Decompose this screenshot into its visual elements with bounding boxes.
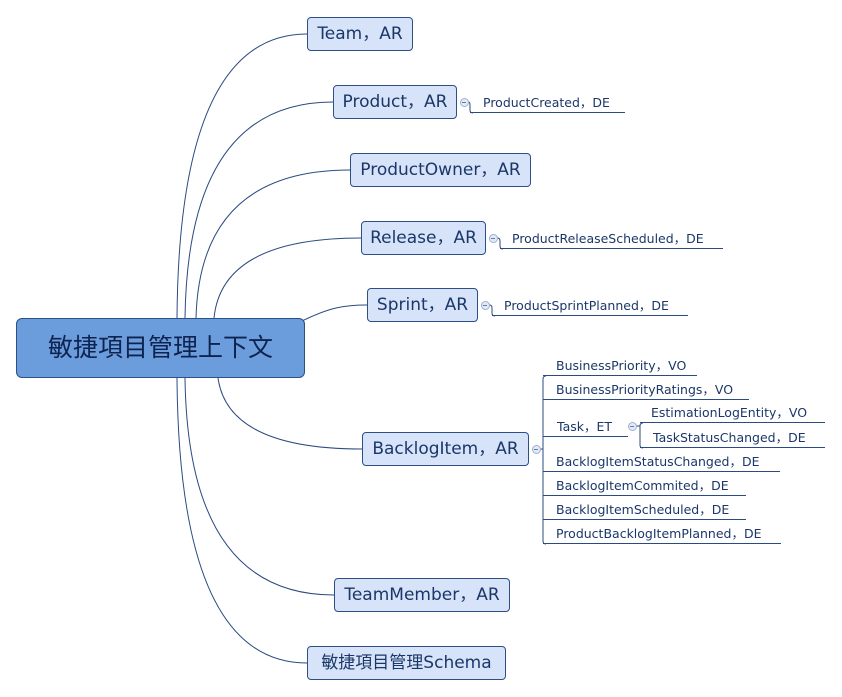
connector-product-owner bbox=[195, 169, 351, 319]
minus-icon bbox=[491, 237, 495, 239]
topic-schema[interactable]: 敏捷項目管理Schema bbox=[307, 646, 506, 680]
release-collapse-button[interactable] bbox=[488, 233, 498, 243]
topic-product[interactable]: Product，AR bbox=[333, 85, 457, 119]
subtopic-task[interactable]: Task，ET bbox=[543, 417, 628, 437]
connector-release bbox=[213, 237, 362, 319]
subtopic-estimation-log-entity[interactable]: EstimationLogEntity，VO bbox=[640, 403, 825, 423]
subtopic-product-release-scheduled[interactable]: ProductReleaseScheduled，DE bbox=[500, 229, 723, 249]
subtopic-backlog-item-commited[interactable]: BacklogItemCommited，DE bbox=[543, 476, 746, 496]
central-topic[interactable]: 敏捷項目管理上下文 bbox=[16, 318, 305, 378]
minus-icon bbox=[483, 304, 487, 306]
connector-sprint bbox=[299, 304, 368, 323]
subtopic-task-status-changed[interactable]: TaskStatusChanged，DE bbox=[640, 428, 825, 448]
topic-sprint[interactable]: Sprint，AR bbox=[367, 288, 478, 322]
minus-icon bbox=[462, 101, 466, 103]
connector-product bbox=[184, 101, 334, 319]
connector-team-member bbox=[184, 377, 335, 596]
subtopic-backlog-item-scheduled[interactable]: BacklogItemScheduled，DE bbox=[543, 500, 746, 520]
subtopic-product-created[interactable]: ProductCreated，DE bbox=[470, 93, 625, 113]
subtopic-product-backlog-item-planned[interactable]: ProductBacklogItemPlanned，DE bbox=[543, 524, 781, 544]
task-collapse-button[interactable] bbox=[627, 421, 637, 431]
subtopic-product-sprint-planned[interactable]: ProductSprintPlanned，DE bbox=[492, 296, 688, 316]
connector-backlog-item bbox=[217, 377, 363, 450]
topic-team[interactable]: Team，AR bbox=[307, 17, 413, 51]
connector-schema bbox=[176, 377, 308, 664]
topic-product-owner[interactable]: ProductOwner，AR bbox=[350, 153, 531, 187]
topic-team-member[interactable]: TeamMember，AR bbox=[334, 578, 510, 612]
minus-icon bbox=[630, 425, 634, 427]
backlog-item-collapse-button[interactable] bbox=[531, 444, 541, 454]
sprint-collapse-button[interactable] bbox=[480, 300, 490, 310]
subtopic-backlog-item-status-changed[interactable]: BacklogItemStatusChanged，DE bbox=[543, 452, 780, 472]
connector-team bbox=[176, 33, 308, 319]
product-collapse-button[interactable] bbox=[459, 97, 469, 107]
subtopic-business-priority-ratings[interactable]: BusinessPriorityRatings，VO bbox=[543, 380, 749, 400]
topic-release[interactable]: Release，AR bbox=[361, 221, 486, 255]
minus-icon bbox=[534, 448, 538, 450]
subtopic-business-priority[interactable]: BusinessPriority，VO bbox=[543, 356, 697, 376]
topic-backlog-item[interactable]: BacklogItem，AR bbox=[362, 432, 529, 466]
